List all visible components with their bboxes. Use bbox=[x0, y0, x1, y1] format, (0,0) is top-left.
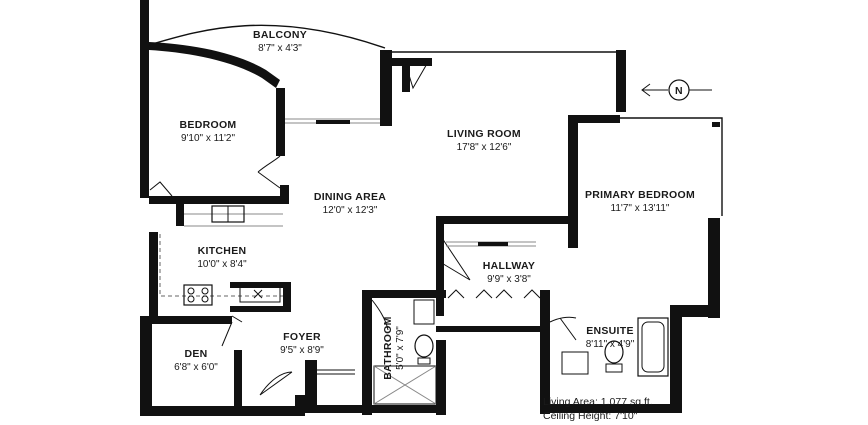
primary-bedroom-name: PRIMARY BEDROOM bbox=[585, 189, 695, 201]
kitchen-dim: 10'0" x 8'4" bbox=[197, 259, 247, 270]
ensuite-dim: 8'11" x 4'9" bbox=[586, 339, 635, 350]
foyer-name: FOYER bbox=[283, 331, 321, 343]
fixtures bbox=[159, 205, 669, 405]
bathroom-dim: 5'0" x 7'9" bbox=[395, 326, 406, 370]
doors bbox=[149, 155, 577, 396]
hallway-dim: 9'9" x 3'8" bbox=[487, 274, 531, 285]
dining-area-dim: 12'0" x 12'3" bbox=[323, 205, 378, 216]
balcony-name: BALCONY bbox=[253, 29, 307, 41]
ensuite-name: ENSUITE bbox=[586, 325, 634, 337]
room-labels: BALCONY 8'7" x 4'3" BEDROOM 9'10" x 11'2… bbox=[174, 29, 695, 380]
bedroom-name: BEDROOM bbox=[180, 119, 237, 131]
ceiling-height-text: Ceiling Height: 7'10" bbox=[543, 410, 638, 422]
bathroom-name: BATHROOM bbox=[382, 316, 394, 379]
walls bbox=[140, 0, 723, 416]
compass-label: N bbox=[675, 85, 683, 97]
den-dim: 6'8" x 6'0" bbox=[174, 362, 218, 373]
living-area-text: Living Area: 1,077 sq.ft. bbox=[543, 396, 653, 408]
living-room-name: LIVING ROOM bbox=[447, 128, 521, 140]
living-room-dim: 17'8" x 12'6" bbox=[457, 142, 512, 153]
plan-info: Living Area: 1,077 sq.ft. Ceiling Height… bbox=[543, 396, 653, 422]
foyer-dim: 9'5" x 8'9" bbox=[280, 345, 324, 356]
north-arrow-icon: N bbox=[641, 79, 712, 101]
bedroom-dim: 9'10" x 11'2" bbox=[181, 133, 236, 144]
kitchen-name: KITCHEN bbox=[198, 245, 247, 257]
hallway-name: HALLWAY bbox=[483, 260, 535, 272]
den-name: DEN bbox=[184, 348, 207, 360]
balcony-dim: 8'7" x 4'3" bbox=[258, 43, 302, 54]
primary-bedroom-dim: 11'7" x 13'11" bbox=[611, 203, 670, 214]
dining-area-name: DINING AREA bbox=[314, 191, 386, 203]
